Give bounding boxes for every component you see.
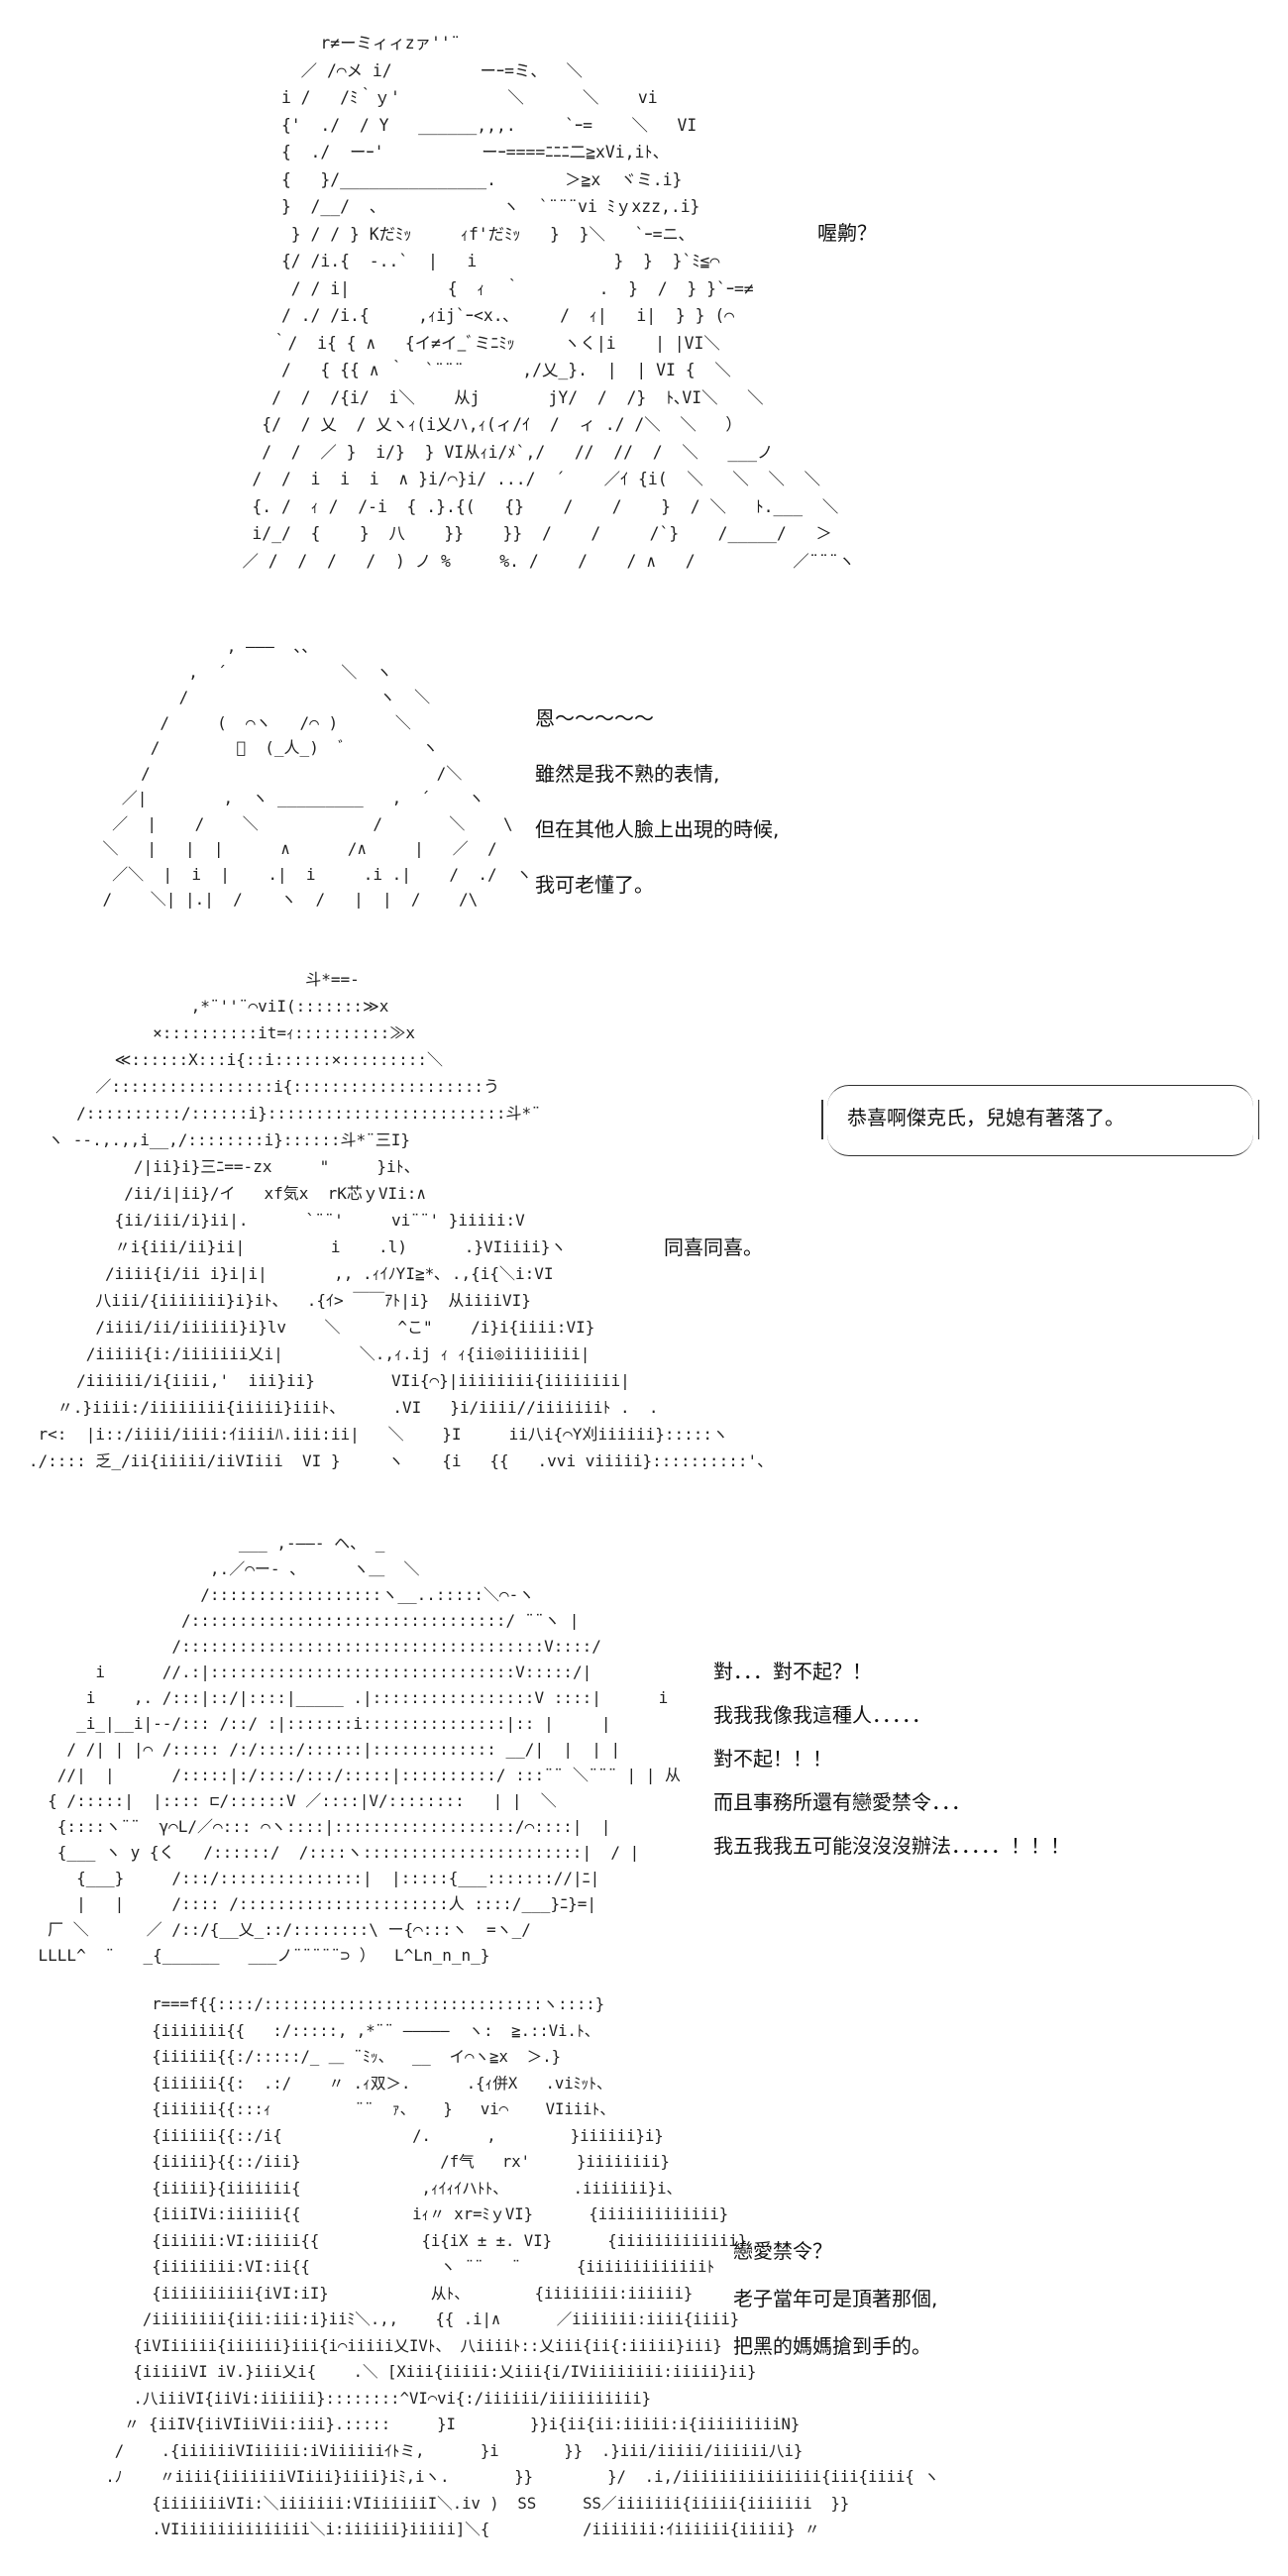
- panel-2: , ――― 、、 , ´ ＼ ヽ / ヽ ＼ / ( ⌒ヽ /⌒ ) ＼ / ﾞ…: [0, 634, 1288, 921]
- dialogue-line: 我可老懂了。: [535, 873, 654, 897]
- panel-5: r===f{{::::/::::::::::::::::::::::::::::…: [0, 1991, 1288, 2566]
- dialogue-line: 戀愛禁令？: [733, 2239, 832, 2263]
- ascii-art-figure-2: , ――― 、、 , ´ ＼ ヽ / ヽ ＼ / ( ⌒ヽ /⌒ ) ＼ / ﾞ…: [102, 637, 532, 909]
- dialogue-line: 喔齁？: [817, 221, 877, 245]
- ascii-art-figure-4: ___ ,‐――‐ ヘ、 _ ,.／⌒ー‐ 、 ヽ＿ ＼ /::::::::::…: [38, 1534, 682, 1965]
- dialogue-line: 老子當年可是頂著那個,: [733, 2287, 938, 2310]
- dialogue-5: 戀愛禁令？ 老子當年可是頂著那個, 把黑的媽媽搶到手的。: [733, 2229, 937, 2368]
- dialogue-line: 雖然是我不熟的表情,: [535, 762, 720, 786]
- ascii-art-figure-1: r≠ーミィィzァ''¨ ／ /⌒メ i/ ーｰ=ミ、 ＼ i / /ﾐ｀ｙ' ＼…: [242, 34, 855, 571]
- panel-3: 斗*==- ,*¨''¨⌒viI(:::::::≫x ×::::::::::it…: [0, 966, 1288, 1501]
- dialogue-line: 我五我我五可能沒沒沒辦法．．．．．！！！: [713, 1834, 1070, 1858]
- ascii-art-figure-5: r===f{{::::/::::::::::::::::::::::::::::…: [105, 1995, 939, 2538]
- dialogue-line: 但在其他人臉上出現的時候,: [535, 817, 780, 841]
- dialogue-line: 同喜同喜。: [664, 1235, 763, 1259]
- dialogue-line: 而且事務所還有戀愛禁令．．．: [713, 1790, 971, 1814]
- dialogue-2: 恩～～～～～ 雖然是我不熟的表情, 但在其他人臉上出現的時候, 我可老懂了。: [535, 697, 779, 907]
- dialogue-4: 對．．．對不起？！ 我我我像我這種人．．．．． 對不起！！！ 而且事務所還有戀愛…: [713, 1650, 1070, 1868]
- speech-bubble-text: 恭喜啊傑克氏，兒媳有著落了。: [847, 1106, 1125, 1129]
- dialogue-line: 把黑的媽媽搶到手的。: [733, 2334, 931, 2358]
- dialogue-3: 同喜同喜。: [664, 1226, 763, 1269]
- ascii-art-figure-3: 斗*==- ,*¨''¨⌒viI(:::::::≫x ×::::::::::it…: [28, 970, 774, 1470]
- panel-4: ___ ,‐――‐ ヘ、 _ ,.／⌒ー‐ 、 ヽ＿ ＼ /::::::::::…: [0, 1531, 1288, 1967]
- dialogue-line: 對．．．對不起？！: [713, 1660, 872, 1683]
- speech-bubble: 恭喜啊傑克氏，兒媳有著落了。: [821, 1085, 1259, 1156]
- dialogue-line: 對不起！！！: [713, 1747, 832, 1771]
- dialogue-line: 恩～～～～～: [535, 706, 654, 730]
- dialogue-1: 喔齁？: [817, 211, 877, 255]
- dialogue-line: 我我我像我這種人．．．．．: [713, 1703, 931, 1727]
- panel-1: r≠ーミィィzァ''¨ ／ /⌒メ i/ ーｰ=ミ、 ＼ i / /ﾐ｀ｙ' ＼…: [0, 30, 1288, 585]
